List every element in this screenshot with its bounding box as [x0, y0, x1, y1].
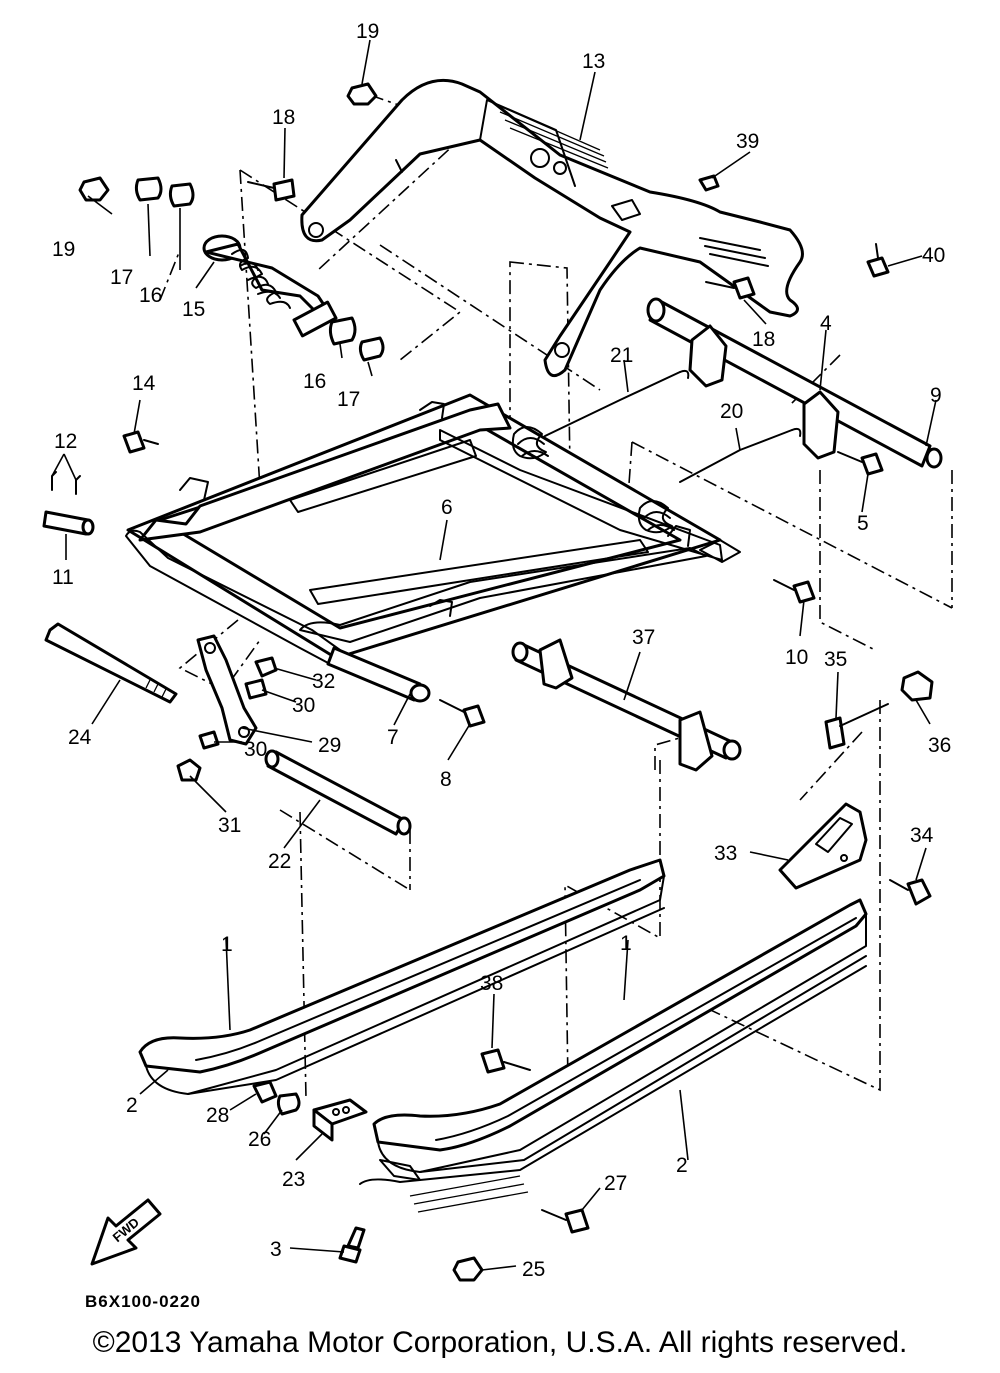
hardware	[78, 82, 934, 1282]
callout-12: 12	[54, 430, 77, 453]
callout-14: 14	[132, 372, 156, 395]
callout-6: 6	[441, 496, 453, 519]
callout-1a: 1	[221, 933, 233, 956]
leader-lines	[51, 39, 937, 1271]
callout-30a: 30	[292, 694, 315, 717]
part-1-right-rail	[359, 898, 868, 1213]
callout-36: 36	[928, 734, 951, 757]
callout-11: 11	[52, 566, 74, 589]
part-22-tube	[264, 749, 412, 836]
part-6-main-frame	[125, 393, 741, 665]
callout-2b: 2	[676, 1154, 688, 1177]
callout-1b: 1	[620, 932, 632, 955]
callout-26: 26	[248, 1128, 271, 1151]
callout-34: 34	[910, 824, 934, 847]
callout-23: 23	[282, 1168, 305, 1191]
callout-19b: 19	[52, 238, 75, 261]
callout-24: 24	[68, 726, 92, 749]
callout-18b: 18	[752, 328, 775, 351]
callout-16b: 16	[303, 370, 326, 393]
part-33-plate	[778, 802, 868, 890]
callout-7: 7	[387, 726, 399, 749]
part-37-cross-shaft	[511, 638, 742, 772]
callout-40: 40	[922, 244, 945, 267]
diagram-code: B6X100-0220	[85, 1292, 201, 1311]
callout-16a: 16	[139, 284, 162, 307]
part-29-link	[196, 634, 258, 746]
callout-17b: 17	[337, 388, 360, 411]
callout-39: 39	[736, 130, 759, 153]
part-4-axle	[646, 297, 943, 469]
callout-28: 28	[206, 1104, 229, 1127]
callout-22: 22	[268, 850, 291, 873]
callout-17a: 17	[110, 266, 133, 289]
callout-numbers: 1 1 2 2 3 4 5 6 7 8 9 10 11 12 13 14 15 …	[52, 20, 951, 1281]
part-23-clip	[312, 1098, 368, 1142]
callout-37: 37	[632, 626, 655, 649]
callout-20: 20	[720, 400, 743, 423]
callout-29: 29	[318, 734, 341, 757]
callout-31: 31	[218, 814, 241, 837]
callout-21: 21	[610, 344, 633, 367]
part-1-left-rail	[138, 858, 666, 1095]
part-15-shock-absorber	[202, 234, 338, 338]
callout-4: 4	[820, 312, 832, 335]
callout-33: 33	[714, 842, 737, 865]
fwd-arrow-icon: FWD	[90, 1198, 162, 1266]
callout-15: 15	[182, 298, 205, 321]
callout-2a: 2	[126, 1094, 138, 1117]
callout-38: 38	[480, 972, 503, 995]
callout-13: 13	[582, 50, 605, 73]
callout-10: 10	[785, 646, 808, 669]
part-12-clips	[51, 471, 81, 495]
callout-27: 27	[604, 1172, 627, 1195]
callout-3: 3	[270, 1238, 282, 1261]
callout-5: 5	[857, 512, 869, 535]
callout-25: 25	[522, 1258, 545, 1281]
callout-19a: 19	[356, 20, 379, 43]
callout-35: 35	[824, 648, 847, 671]
callout-32: 32	[312, 670, 335, 693]
callout-30b: 30	[244, 738, 267, 761]
callout-9: 9	[930, 384, 942, 407]
callout-8: 8	[440, 768, 452, 791]
copyright-notice: ©2013 Yamaha Motor Corporation, U.S.A. A…	[92, 1326, 908, 1359]
part-24-long-bolt	[44, 622, 178, 704]
part-7-shaft	[326, 646, 431, 703]
callout-18a: 18	[272, 106, 295, 129]
part-21-spring	[511, 369, 690, 460]
part-11-pin	[42, 510, 95, 536]
part-13-upper-arm	[300, 78, 804, 378]
